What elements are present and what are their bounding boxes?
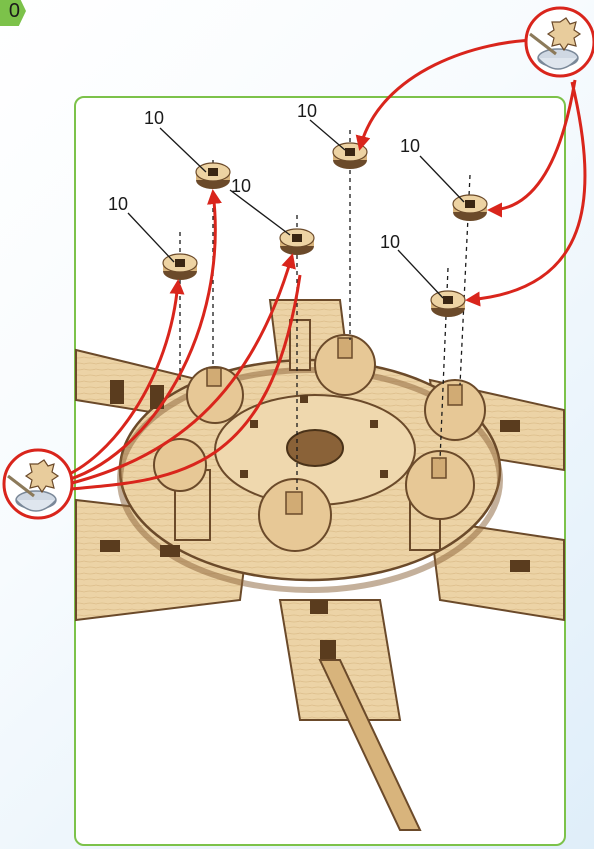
washer-part [430, 290, 466, 317]
glue-bowl-icon [2, 448, 74, 520]
label-leader-lines [127, 119, 465, 299]
glue-application-arrows [59, 38, 587, 492]
glue-bowl-icon [524, 6, 594, 78]
part-number-label: 10 [144, 108, 164, 128]
part-number-label: 10 [297, 101, 317, 121]
part-number-label: 10 [380, 232, 400, 252]
washer-parts [162, 142, 488, 317]
part-number-label: 10 [108, 194, 128, 214]
step-number-badge: 0 [0, 0, 26, 26]
washer-part [332, 142, 368, 169]
washer-part [195, 162, 231, 189]
part-number-labels: 10 10 10 10 10 10 [108, 101, 420, 252]
washer-part [452, 194, 488, 221]
washer-part [162, 253, 198, 280]
wooden-frame-assembly [75, 299, 565, 831]
part-number-label: 10 [400, 136, 420, 156]
washer-part [279, 228, 315, 255]
part-number-label: 10 [231, 176, 251, 196]
